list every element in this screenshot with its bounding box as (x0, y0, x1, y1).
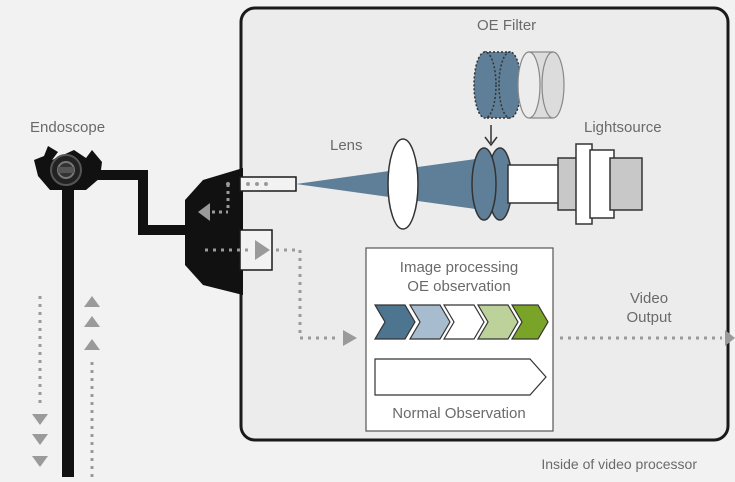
endoscope-icon (34, 146, 118, 190)
normal-observation-label: Normal Observation (392, 405, 525, 422)
processor-caption: Inside of video processor (541, 456, 697, 472)
umbilical-cord (118, 170, 199, 235)
oe-filter-icon (473, 51, 565, 119)
endoscope-tube (62, 188, 74, 477)
filter-insert-arrow (484, 125, 498, 147)
image-processing-label: Image processing (400, 259, 518, 276)
output-label: Output (626, 309, 672, 326)
lens-label: Lens (330, 137, 363, 154)
oe-observation-label-text: OE observation (407, 278, 510, 295)
oe-observation-chevrons (373, 304, 549, 340)
oe-filter-active (471, 147, 513, 221)
endoscope-signal-lines (32, 296, 100, 477)
lens-icon (387, 138, 419, 230)
lightsource-label: Lightsource (584, 119, 662, 136)
lightsource-icon (557, 143, 643, 225)
normal-observation-arrow (374, 358, 547, 396)
oe-filter-label: OE Filter (477, 17, 536, 34)
video-output-arrow (725, 330, 735, 346)
video-label: Video (630, 290, 668, 307)
light-tube (507, 164, 565, 204)
endoscope-label: Endoscope (30, 119, 105, 136)
signal-arrows-connector (198, 182, 268, 252)
